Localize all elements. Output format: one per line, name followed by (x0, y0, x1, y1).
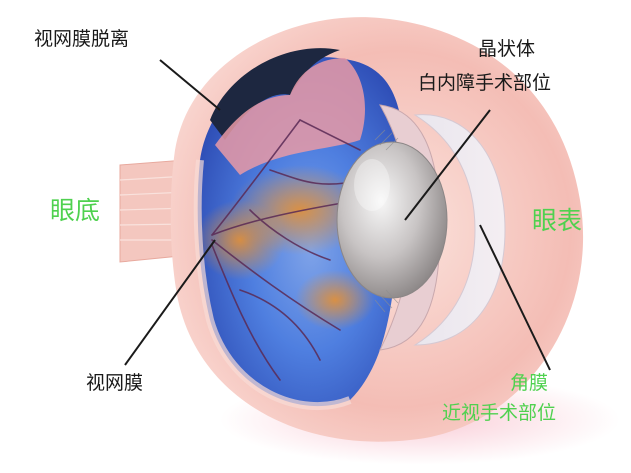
pointer-lines (124, 59, 551, 371)
label-retina: 视网膜 (86, 372, 144, 394)
cornea (413, 114, 506, 346)
label-cornea: 角膜 (510, 372, 549, 394)
lens (336, 141, 448, 299)
label-eye-surface: 眼表 (532, 206, 583, 235)
label-myopia-site: 近视手术部位 (442, 402, 557, 424)
detached-membrane (215, 58, 365, 175)
label-lens: 晶状体 (478, 38, 536, 60)
label-retinal-detachment: 视网膜脱离 (34, 28, 130, 50)
label-fundus: 眼底 (50, 196, 101, 225)
label-cataract-site: 白内障手术部位 (418, 72, 552, 94)
